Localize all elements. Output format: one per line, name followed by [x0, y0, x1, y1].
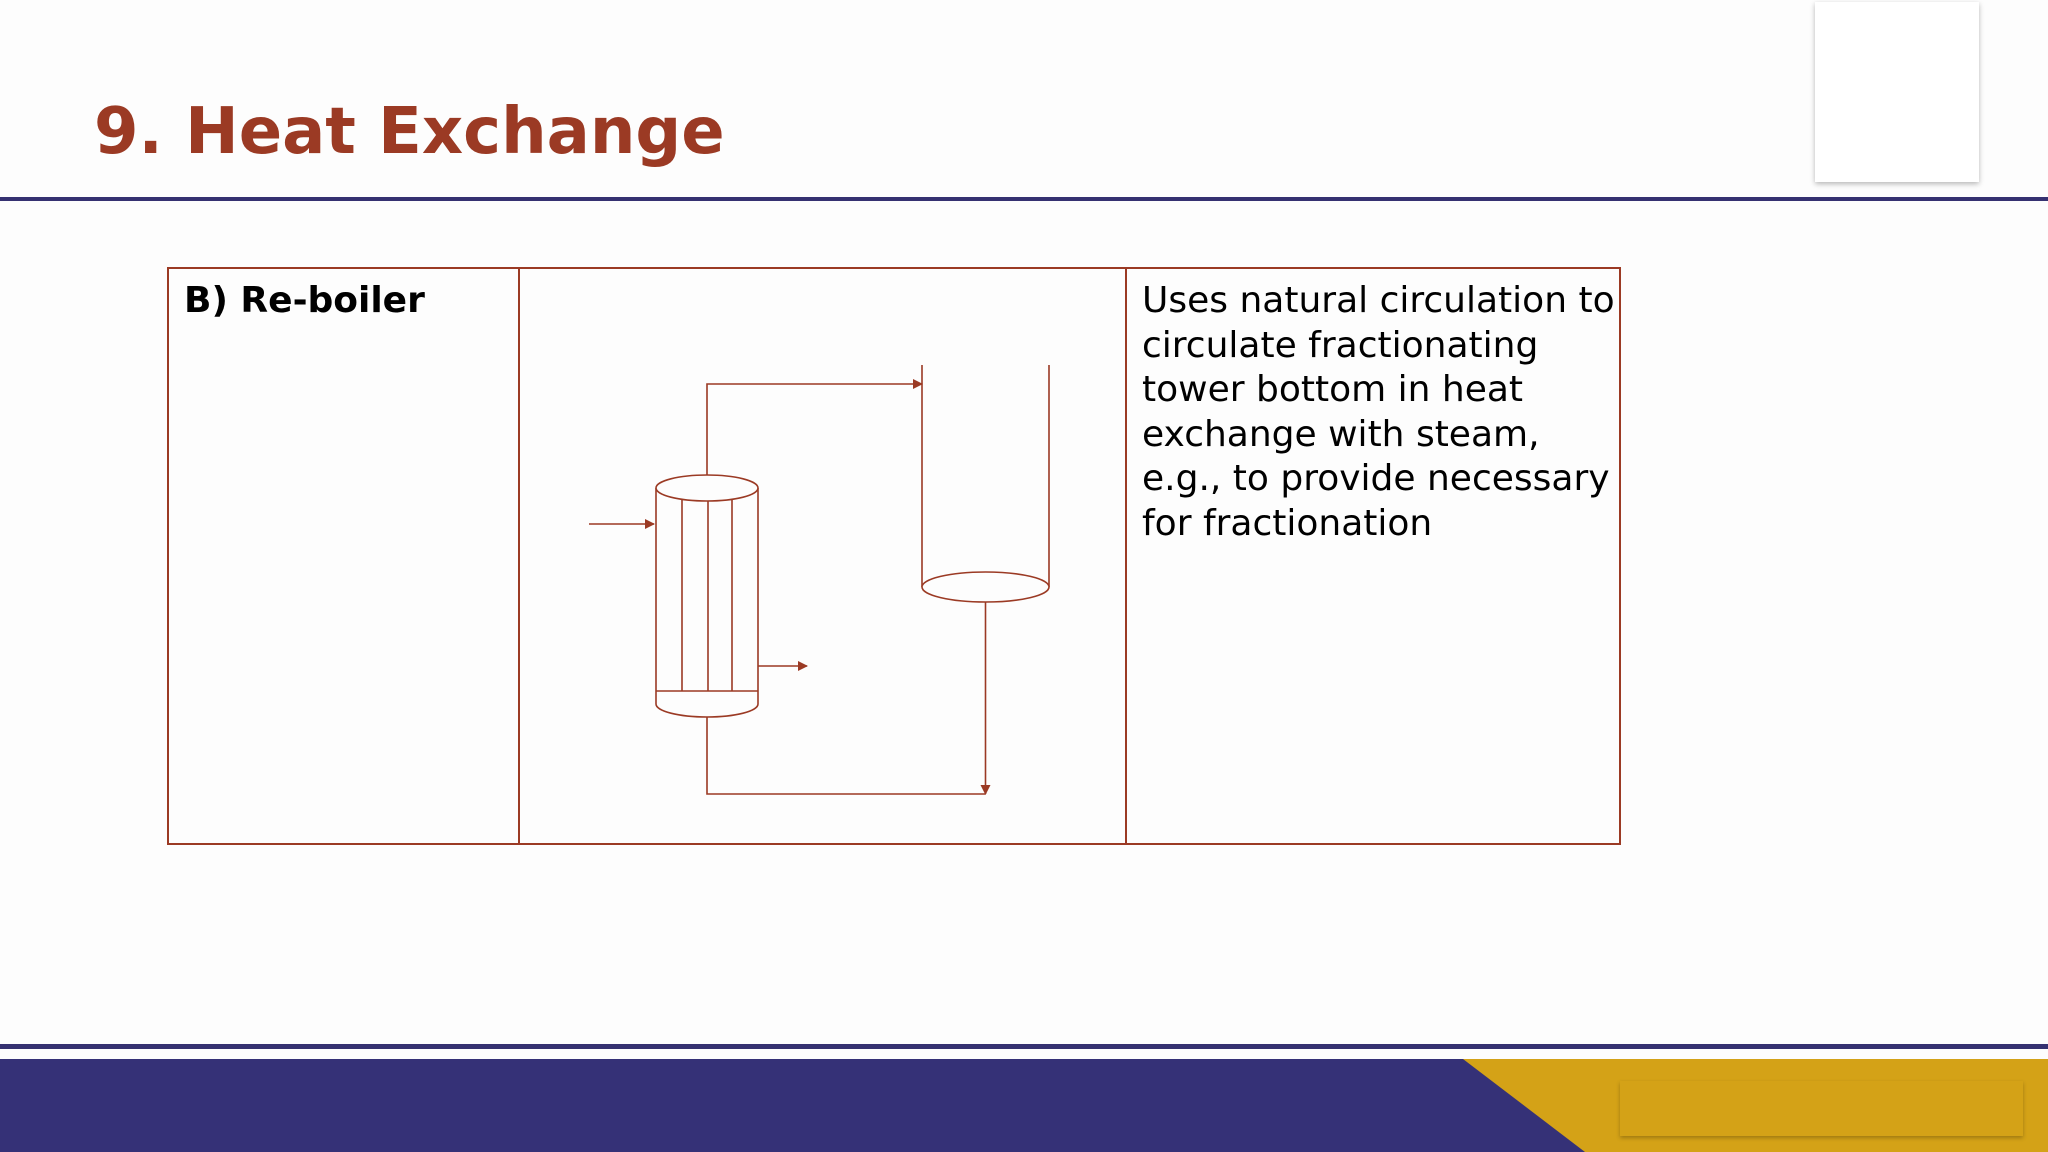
description-line: tower bottom in heat — [1142, 369, 1524, 410]
diagram-cell — [520, 269, 1127, 843]
content-table: B) Re-boiler — [167, 267, 1621, 845]
reboiler-schematic-icon — [589, 365, 1050, 795]
logo-placeholder — [1815, 2, 1979, 182]
bottoms-feed-line — [706, 717, 986, 795]
exchanger-icon — [655, 474, 759, 718]
reboiler-label: B) Re-boiler — [184, 280, 425, 321]
description-cell: Uses natural circulation to circulate fr… — [1127, 269, 1619, 843]
label-cell: B) Re-boiler — [169, 269, 520, 843]
description-line: exchange with steam, — [1142, 413, 1540, 455]
tower-icon — [921, 365, 1050, 603]
vapor-return-line — [706, 379, 923, 475]
footer-divider — [0, 1044, 2048, 1049]
description-line: circulate fractionating — [1142, 324, 1539, 366]
description-line: e.g., to provide necessary — [1142, 458, 1610, 499]
slide-title: 9. Heat Exchange — [94, 95, 725, 169]
header-divider — [0, 197, 2048, 201]
description-line: for fractionation — [1142, 502, 1433, 544]
footer-panel — [1620, 1081, 2023, 1136]
description-line: Uses natural circulation to — [1142, 280, 1615, 321]
